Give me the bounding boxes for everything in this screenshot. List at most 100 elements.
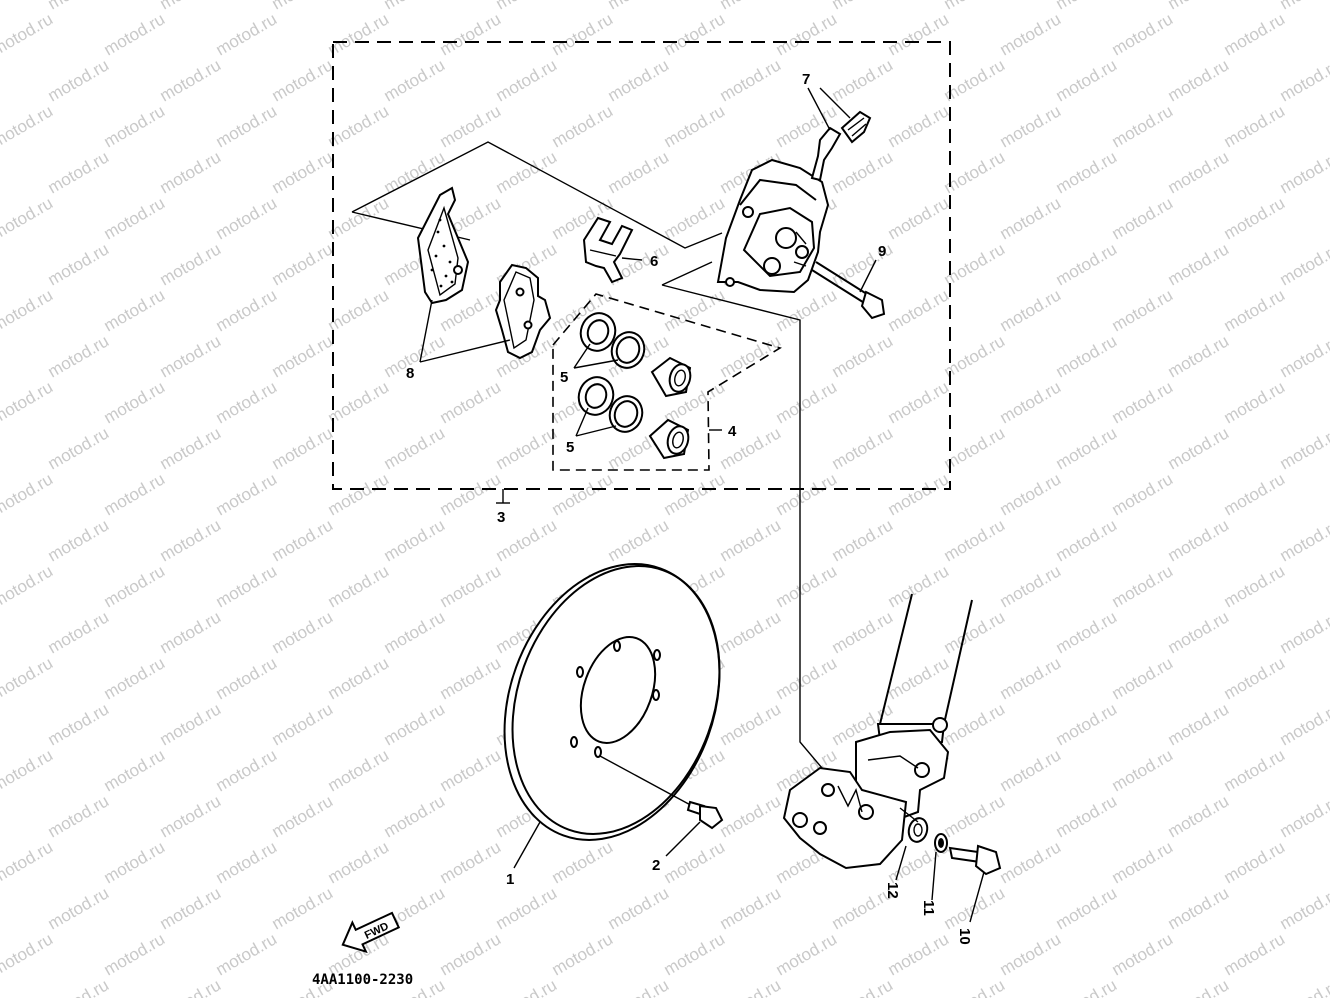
watermark-text: motod.ru — [45, 607, 113, 657]
watermark-text: motod.ru — [549, 193, 617, 243]
callout-5a: 5 — [560, 369, 568, 386]
watermark-text: motod.ru — [997, 745, 1065, 795]
leader-9 — [859, 259, 877, 293]
watermark-text: motod.ru — [829, 0, 897, 13]
watermark-text: motod.ru — [773, 561, 841, 611]
watermark-text: motod.ru — [1109, 929, 1177, 979]
watermark-text: motod.ru — [941, 0, 1009, 13]
seal-kit-boundary — [552, 293, 782, 471]
brake-disc — [503, 563, 721, 841]
watermark-text: motod.ru — [885, 193, 953, 243]
watermark-text: motod.ru — [0, 193, 56, 243]
watermark-text: motod.ru — [213, 193, 281, 243]
watermark-text: motod.ru — [605, 975, 673, 998]
watermark-text: motod.ru — [0, 285, 56, 335]
callout-10: 10 — [956, 928, 973, 945]
watermark-text: motod.ru — [493, 883, 561, 933]
watermark-text: motod.ru — [1221, 193, 1289, 243]
watermark-text: motod.ru — [1109, 745, 1177, 795]
watermark-text: motod.ru — [549, 9, 617, 59]
watermark-text: motod.ru — [885, 285, 953, 335]
watermark-text: motod.ru — [829, 55, 897, 105]
watermark-text: motod.ru — [661, 193, 729, 243]
watermark-text: motod.ru — [661, 837, 729, 887]
watermark-text: motod.ru — [1165, 607, 1233, 657]
watermark-text: motod.ru — [437, 653, 505, 703]
watermark-text: motod.ru — [1277, 791, 1330, 841]
watermark-text: motod.ru — [157, 55, 225, 105]
watermark-text: motod.ru — [1053, 55, 1121, 105]
watermark-text: motod.ru — [997, 377, 1065, 427]
watermark-text: motod.ru — [1165, 0, 1233, 13]
watermark-text: motod.ru — [0, 377, 56, 427]
dust-seal-2 — [608, 395, 644, 433]
watermark-text: motod.ru — [773, 377, 841, 427]
watermark-text: motod.ru — [325, 377, 393, 427]
brake-pad-right — [494, 263, 552, 360]
watermark-text: motod.ru — [437, 561, 505, 611]
watermark-text: motod.ru — [661, 101, 729, 151]
watermark-text: motod.ru — [1165, 515, 1233, 565]
piston-seal-2 — [577, 376, 615, 416]
watermark-text: motod.ru — [101, 837, 169, 887]
watermark-text: motod.ru — [997, 469, 1065, 519]
watermark-text: motod.ru — [381, 147, 449, 197]
watermark-text: motod.ru — [45, 423, 113, 473]
watermark-text: motod.ru — [997, 929, 1065, 979]
watermark-text: motod.ru — [0, 9, 56, 59]
callout-12: 12 — [884, 882, 901, 899]
watermark-text: motod.ru — [605, 883, 673, 933]
watermark-text: motod.ru — [1053, 607, 1121, 657]
leader-5 — [573, 343, 619, 437]
bleed-cap — [810, 126, 842, 182]
pad-spring — [582, 216, 634, 284]
watermark-text: motod.ru — [269, 607, 337, 657]
watermark-text: motod.ru — [605, 55, 673, 105]
watermark-text: motod.ru — [437, 101, 505, 151]
watermark-text: motod.ru — [101, 929, 169, 979]
watermark-text: motod.ru — [0, 745, 56, 795]
watermark-text: motod.ru — [1053, 0, 1121, 13]
leader-1 — [513, 821, 541, 869]
watermark-text: motod.ru — [1165, 883, 1233, 933]
watermark-text: motod.ru — [213, 929, 281, 979]
watermark-text: motod.ru — [1221, 561, 1289, 611]
watermark-text: motod.ru — [269, 0, 337, 13]
watermark-text: motod.ru — [1109, 193, 1177, 243]
callout-2: 2 — [652, 857, 660, 874]
callout-3: 3 — [497, 509, 505, 526]
watermark-text: motod.ru — [0, 929, 56, 979]
watermark-text: motod.ru — [269, 699, 337, 749]
watermark-text: motod.ru — [717, 883, 785, 933]
watermark-text: motod.ru — [941, 607, 1009, 657]
watermark-text: motod.ru — [101, 561, 169, 611]
watermark-text: motod.ru — [437, 745, 505, 795]
brake-pad-left — [416, 186, 470, 305]
watermark-text: motod.ru — [997, 9, 1065, 59]
watermark-text: motod.ru — [997, 837, 1065, 887]
watermark-text: motod.ru — [1165, 147, 1233, 197]
watermark-text: motod.ru — [213, 9, 281, 59]
watermark-text: motod.ru — [1165, 331, 1233, 381]
watermark-text: motod.ru — [717, 975, 785, 998]
watermark-text: motod.ru — [773, 469, 841, 519]
watermark-text: motod.ru — [101, 9, 169, 59]
caliper-bolt — [948, 844, 1002, 876]
watermark-text: motod.ru — [325, 561, 393, 611]
watermark-text: motod.ru — [605, 515, 673, 565]
watermark-text: motod.ru — [325, 285, 393, 335]
watermark-text: motod.ru — [549, 837, 617, 887]
watermark-text: motod.ru — [437, 9, 505, 59]
diagram-code: 4AA1100-2230 — [312, 972, 413, 988]
watermark-text: motod.ru — [1053, 515, 1121, 565]
watermark-text: motod.ru — [45, 239, 113, 289]
watermark-text: motod.ru — [157, 423, 225, 473]
watermark-text: motod.ru — [0, 653, 56, 703]
callout-4: 4 — [728, 423, 737, 440]
watermark-text: motod.ru — [717, 791, 785, 841]
watermark-text: motod.ru — [997, 653, 1065, 703]
watermark-text: motod.ru — [1053, 147, 1121, 197]
watermark-text: motod.ru — [437, 929, 505, 979]
watermark-text: motod.ru — [1277, 607, 1330, 657]
